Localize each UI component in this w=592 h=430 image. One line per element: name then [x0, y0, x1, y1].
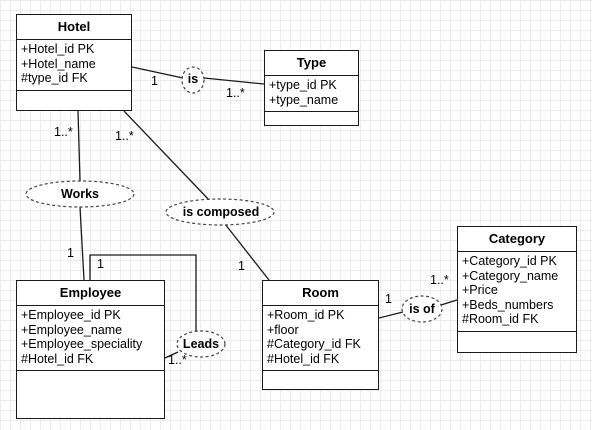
entity-employee-attributes: +Employee_id PK +Employee_name +Employee… [17, 306, 164, 371]
relationship-iscomposed-label: is composed [182, 205, 260, 219]
multiplicity-iscomposed-room: 1 [238, 259, 245, 273]
attribute: +Hotel_name [21, 56, 96, 71]
relationship-isof-shape [401, 295, 443, 323]
attribute: +type_name [269, 92, 339, 107]
attribute: #Category_id FK [267, 337, 361, 351]
entity-room-title: Room [263, 281, 378, 306]
entity-category-attributes: +Category_id PK +Category_name +Price +B… [458, 252, 576, 332]
entity-type-attributes: +type_id PK +type_name [265, 76, 358, 112]
multiplicity-isof-room: 1 [385, 292, 392, 306]
relationship-works-shape [25, 180, 135, 208]
relationship-leads-label: Leads [182, 337, 220, 351]
entity-room-attributes: +Room_id PK +floor #Category_id FK #Hote… [263, 306, 378, 371]
entity-type[interactable]: Type +type_id PK +type_name [264, 50, 359, 126]
entity-room[interactable]: Room +Room_id PK +floor #Category_id FK … [262, 280, 379, 390]
connector-works-employee [79, 206, 85, 281]
entity-employee-title: Employee [17, 281, 164, 306]
entity-category[interactable]: Category +Category_id PK +Category_name … [457, 226, 577, 353]
relationship-isof-label: is of [409, 302, 435, 316]
attribute: +Hotel_id PK [21, 42, 95, 56]
attribute: #Hotel_id FK [21, 351, 94, 366]
attribute: #type_id FK [21, 71, 88, 85]
entity-hotel-title: Hotel [17, 15, 131, 40]
connector-isof-category [440, 299, 458, 306]
attribute: +Employee_name [21, 322, 123, 337]
attribute: +Room_id PK [267, 308, 345, 322]
multiplicity-isof-category: 1..* [430, 273, 449, 287]
attribute: +Category_name [462, 268, 559, 283]
attribute: +type_id PK [269, 78, 337, 92]
connector-iscomposed-room [224, 223, 270, 281]
entity-type-title: Type [265, 51, 358, 76]
attribute: +Category_id PK [462, 254, 557, 268]
multiplicity-works-employee: 1 [67, 246, 74, 260]
relationship-iscomposed-shape [165, 198, 275, 226]
multiplicity-is-hotel: 1 [151, 74, 158, 88]
attribute: +Price [462, 283, 498, 297]
multiplicity-works-hotel: 1..* [54, 125, 73, 139]
entity-hotel[interactable]: Hotel +Hotel_id PK +Hotel_name #type_id … [16, 14, 132, 111]
attribute: +Employee_speciality [21, 337, 143, 351]
multiplicity-leads-top: 1 [97, 257, 104, 271]
multiplicity-is-type: 1..* [226, 86, 245, 100]
connector-is-type [203, 77, 265, 85]
attribute: +floor [267, 322, 299, 337]
attribute: +Beds_numbers [462, 297, 554, 312]
entity-category-title: Category [458, 227, 576, 252]
attribute: +Employee_id PK [21, 308, 121, 322]
entity-employee[interactable]: Employee +Employee_id PK +Employee_name … [16, 280, 165, 419]
attribute: #Hotel_id FK [267, 351, 340, 366]
connector-hotel-iscomposed [123, 110, 211, 202]
entity-hotel-attributes: +Hotel_id PK +Hotel_name #type_id FK [17, 40, 131, 91]
relationship-leads-shape [176, 330, 226, 358]
multiplicity-iscomposed-hotel: 1..* [115, 129, 134, 143]
relationship-is-label: is [187, 72, 199, 86]
relationship-works-label: Works [61, 187, 99, 201]
connector-room-isof [378, 311, 404, 319]
connector-hotel-works [77, 110, 81, 182]
multiplicity-leads-bottom: 1..* [168, 353, 187, 367]
attribute: #Room_id FK [462, 312, 539, 326]
relationship-is-shape [181, 66, 205, 94]
connector-leads-loop [89, 254, 197, 331]
connector-hotel-is [131, 66, 184, 79]
connector-leads-employee [164, 351, 179, 359]
